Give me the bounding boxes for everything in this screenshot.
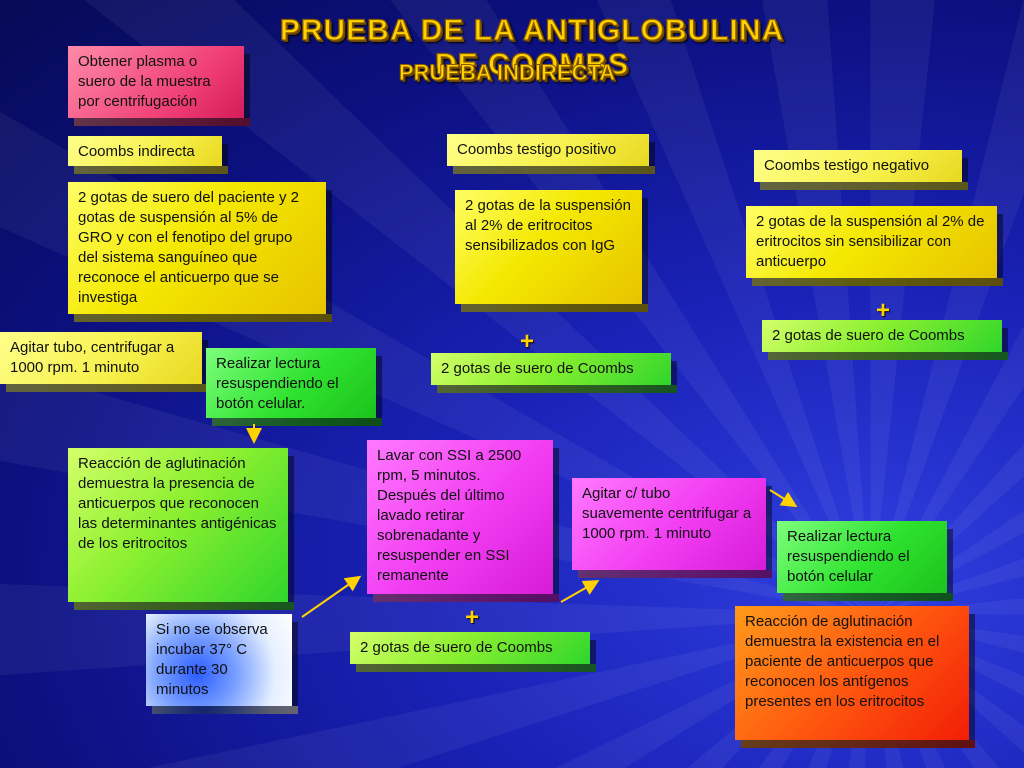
box-gotas-sensibilizados: 2 gotas de la suspensión al 2% de eritro…	[455, 190, 642, 304]
box-coombs-suero-abajo: 2 gotas de suero de Coombs	[350, 632, 590, 664]
diagram-subtitle: PRUEBA INDIRECTA	[398, 60, 616, 86]
plus-sign-center-bottom: +	[465, 604, 480, 631]
box-agitar-suavemente: Agitar c/ tubo suavemente centrifugar a …	[572, 478, 766, 570]
plus-sign-right: +	[876, 297, 891, 324]
box-realizar-lectura-2: Realizar lectura resuspendiendo el botón…	[777, 521, 947, 593]
box-reaccion-aglutinacion-2: Reacción de aglutinación demuestra la ex…	[735, 606, 969, 740]
box-gotas-sin-sensibilizar: 2 gotas de la suspensión al 2% de eritro…	[746, 206, 997, 278]
box-coombs-testigo-negativo: Coombs testigo negativo	[754, 150, 962, 182]
box-agitar-tubo: Agitar tubo, centrifugar a 1000 rpm. 1 m…	[0, 332, 202, 384]
box-coombs-indirecta: Coombs indirecta	[68, 136, 222, 166]
arrow-agitar-to-lectura	[769, 489, 798, 508]
box-coombs-suero-derecha: 2 gotas de suero de Coombs	[762, 320, 1002, 352]
box-gotas-paciente: 2 gotas de suero del paciente y 2 gotas …	[68, 182, 326, 314]
box-lavar-ssi: Lavar con SSI a 2500 rpm, 5 minutos. Des…	[367, 440, 553, 594]
box-reaccion-aglutinacion-1: Reacción de aglutinación demuestra la pr…	[68, 448, 288, 602]
box-coombs-suero-centro: 2 gotas de suero de Coombs	[431, 353, 671, 385]
box-realizar-lectura-1: Realizar lectura resuspendiendo el botón…	[206, 348, 376, 418]
box-obtener-plasma: Obtener plasma o suero de la muestra por…	[68, 46, 244, 118]
arrow-lavar-to-agitar	[560, 580, 600, 603]
box-si-no-se-observa: Si no se observa incubar 37° C durante 3…	[146, 614, 292, 706]
diagram-title: PRUEBA DE LA ANTIGLOBULINA DE COOMBS	[279, 13, 785, 81]
plus-sign-center-top: +	[520, 328, 535, 355]
arrow-incubar-to-lavar	[301, 575, 362, 618]
box-coombs-testigo-positivo: Coombs testigo positivo	[447, 134, 649, 166]
